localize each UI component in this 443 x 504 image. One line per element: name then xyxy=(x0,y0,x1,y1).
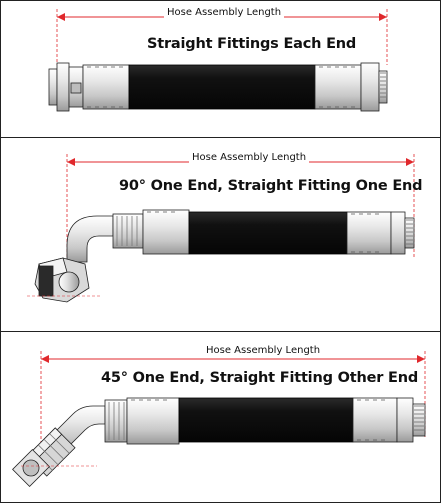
panel-90-straight: Hose Assembly Length 90° One End, Straig… xyxy=(0,137,441,332)
dimension-label: Hose Assembly Length xyxy=(164,7,285,18)
right-straight-fitting xyxy=(346,211,415,255)
dimension-label: Hose Assembly Length xyxy=(189,152,310,163)
panel-title: Straight Fittings Each End xyxy=(147,36,357,52)
hose xyxy=(188,211,348,255)
right-straight-fitting xyxy=(352,397,426,443)
panel-1-drawing xyxy=(48,9,388,112)
panel-title: 45° One End, Straight Fitting Other End xyxy=(101,370,419,386)
panel-45-straight: Hose Assembly Length 45° One End, Straig… xyxy=(0,331,441,503)
elbow-90-fitting xyxy=(27,209,190,303)
dimension-label: Hose Assembly Length xyxy=(203,345,324,356)
right-straight-fitting xyxy=(314,62,388,112)
hose xyxy=(178,397,354,443)
panel-straight-straight: Hose Assembly Length Straight Fittings E… xyxy=(0,0,441,138)
panel-title: 90° One End, Straight Fitting One End xyxy=(119,178,423,194)
panel-3-drawing xyxy=(12,351,426,487)
panel-2-drawing xyxy=(27,154,415,303)
hose xyxy=(128,64,316,110)
left-straight-fitting xyxy=(48,62,130,112)
elbow-45-fitting xyxy=(12,397,180,487)
